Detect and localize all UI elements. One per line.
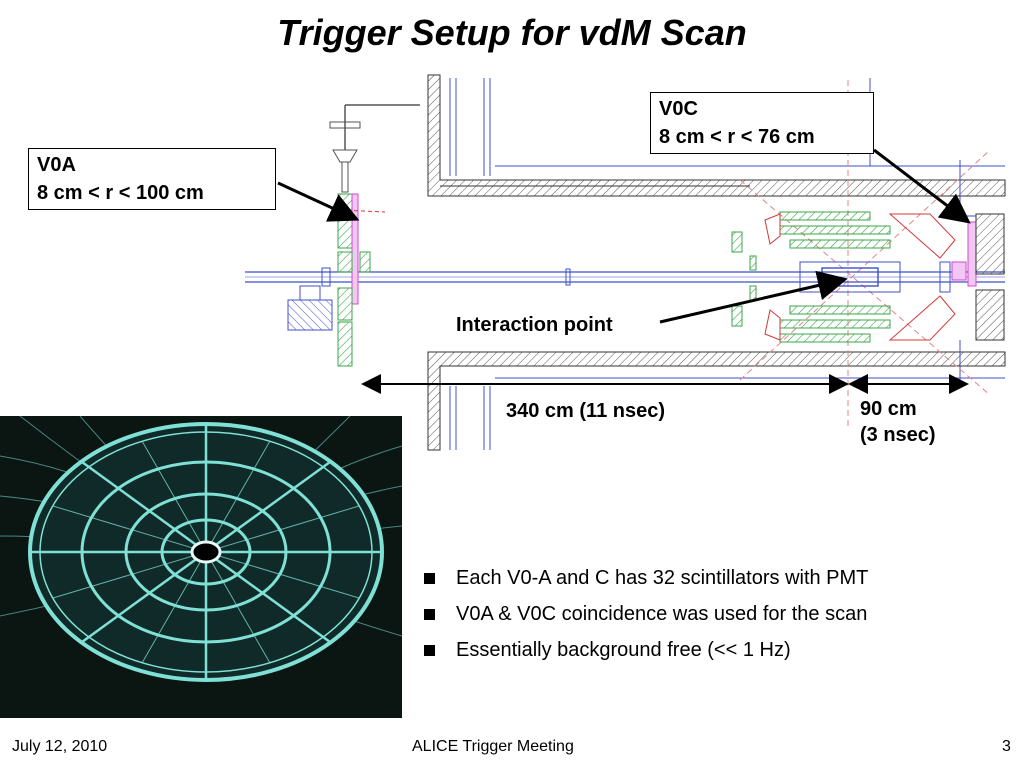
v0-disk-photo	[0, 416, 402, 718]
square-bullet-icon	[424, 645, 435, 656]
bullet-text: V0A & V0C coincidence was used for the s…	[456, 603, 868, 625]
footer-page-number: 3	[1002, 738, 1011, 755]
v0a-name: V0A	[37, 154, 76, 176]
v0a-detector	[287, 104, 420, 367]
beam-pipe	[245, 267, 1005, 287]
v0c-label-box: V0C 8 cm < r < 76 cm	[650, 92, 874, 154]
v0a-range: 8 cm < r < 100 cm	[37, 182, 204, 204]
bullet-list: Each V0-A and C has 32 scintillators wit…	[420, 560, 1010, 668]
square-bullet-icon	[424, 609, 435, 620]
list-item: Essentially background free (<< 1 Hz)	[420, 632, 1010, 668]
interaction-point-label: Interaction point	[456, 314, 613, 336]
bullet-text: Essentially background free (<< 1 Hz)	[456, 639, 791, 661]
distance-short-line2: (3 nsec)	[860, 424, 936, 446]
v0a-label-box: V0A 8 cm < r < 100 cm	[28, 148, 276, 210]
distance-long-label: 340 cm (11 nsec)	[506, 400, 665, 422]
distance-short-line1: 90 cm	[860, 398, 917, 420]
bullet-text: Each V0-A and C has 32 scintillators wit…	[456, 567, 869, 589]
v0c-detector	[960, 213, 1005, 341]
footer-date: July 12, 2010	[12, 738, 108, 755]
v0c-range: 8 cm < r < 76 cm	[659, 126, 815, 148]
shielding-wall	[427, 74, 1006, 451]
v0c-name: V0C	[659, 98, 698, 120]
square-bullet-icon	[424, 573, 435, 584]
list-item: Each V0-A and C has 32 scintillators wit…	[420, 560, 1010, 596]
footer-meeting: ALICE Trigger Meeting	[412, 738, 574, 755]
pointer-arrows	[277, 148, 971, 324]
distance-short-label: 90 cm (3 nsec)	[860, 396, 936, 448]
central-detector	[731, 211, 967, 343]
list-item: V0A & V0C coincidence was used for the s…	[420, 596, 1010, 632]
slide-title: Trigger Setup for vdM Scan	[277, 12, 747, 53]
